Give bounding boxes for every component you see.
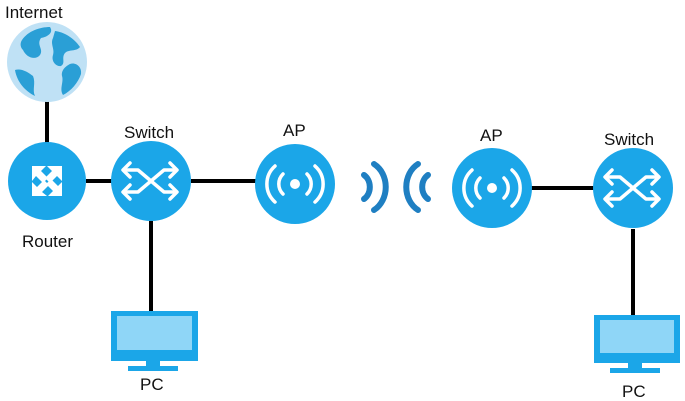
ap-left-label: AP [283, 121, 306, 140]
links [45, 100, 635, 317]
pc-left-monitor-icon [111, 311, 198, 371]
switch-right-label: Switch [604, 130, 654, 149]
pc-left-label: PC [140, 375, 164, 394]
internet-globe-icon [7, 22, 87, 102]
pc-right-label: PC [622, 382, 646, 401]
pc-right-monitor-icon [594, 315, 680, 373]
ap-right-icon [452, 148, 532, 228]
switch-left-label: Switch [124, 123, 174, 142]
switch-left-icon [111, 141, 191, 221]
router-icon [8, 142, 86, 220]
switch-right-icon [593, 148, 673, 228]
router-label: Router [22, 232, 73, 251]
wireless-signal-icon [361, 161, 431, 213]
ap-left-icon [255, 144, 335, 224]
internet-label: Internet [5, 3, 63, 22]
ap-right-label: AP [480, 126, 503, 145]
